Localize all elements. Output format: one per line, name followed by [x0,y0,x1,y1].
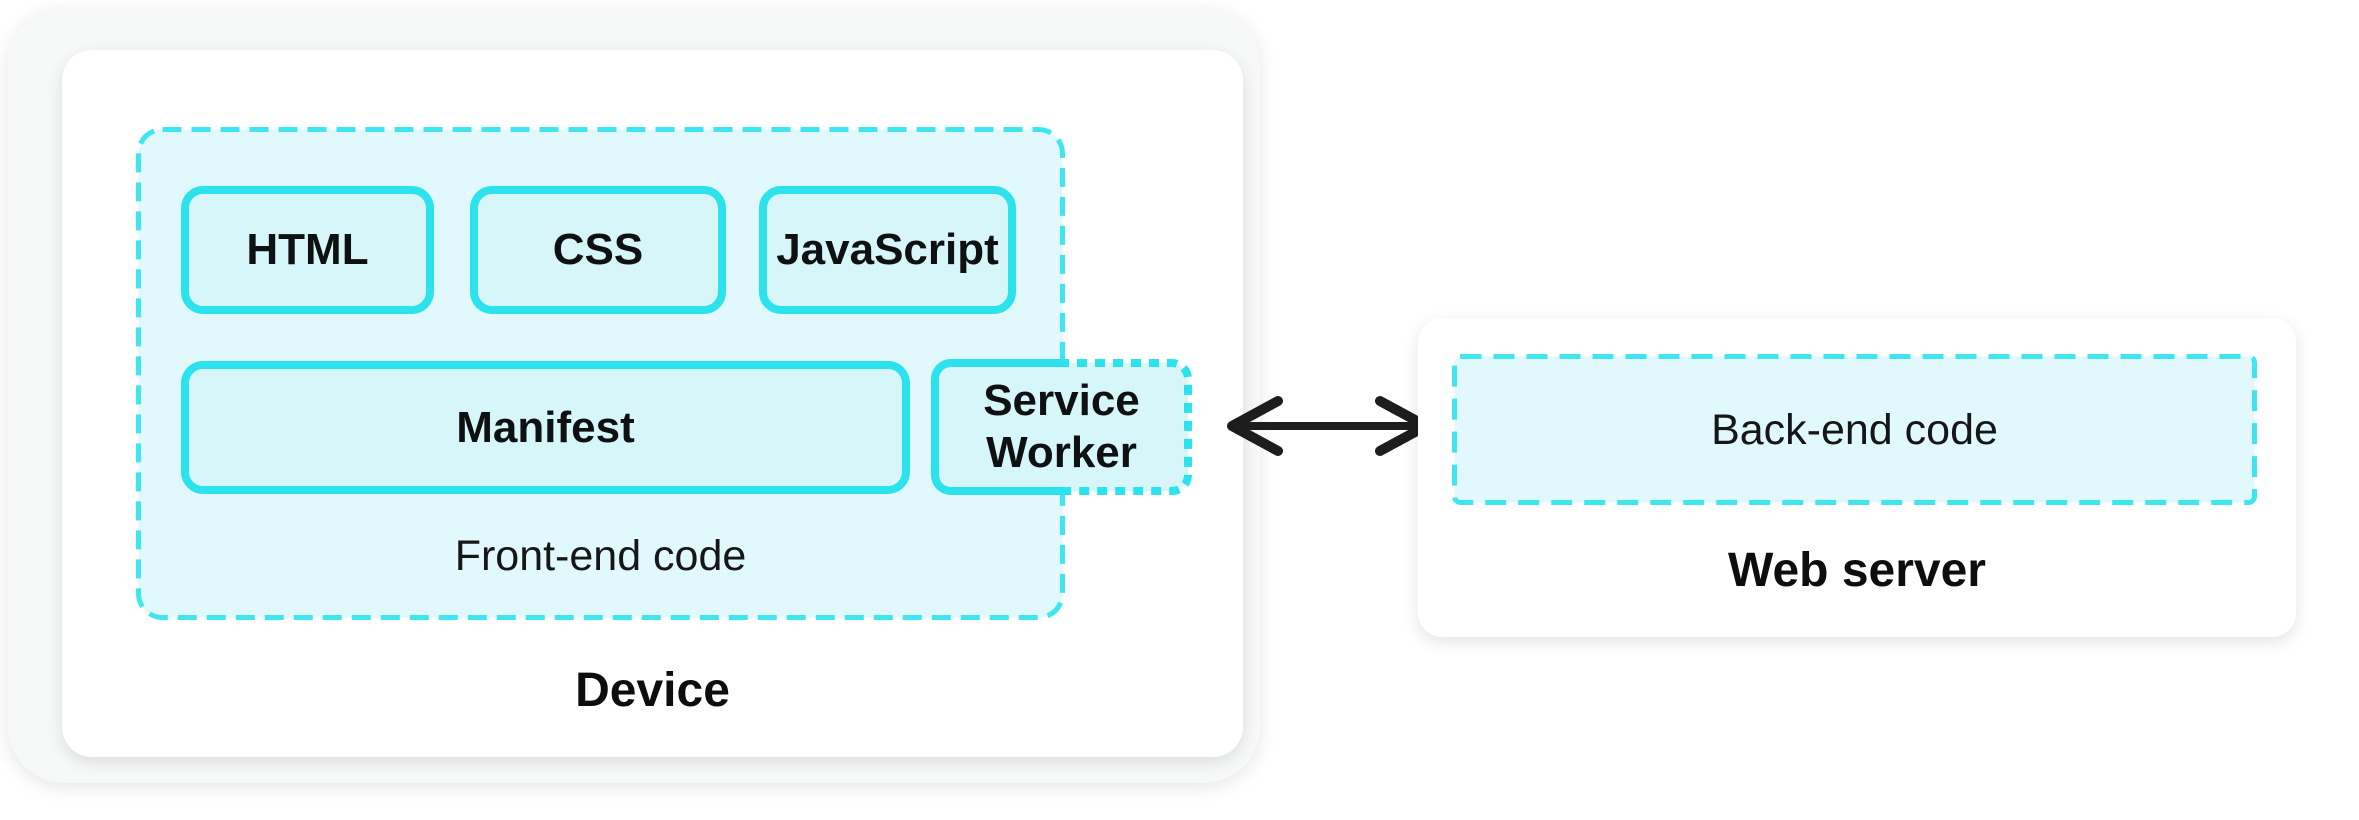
backend-zone-label: Back-end code [1711,406,1998,454]
javascript-box: JavaScript [759,186,1016,314]
css-box: CSS [470,186,726,314]
css-box-label: CSS [552,225,644,274]
manifest-box: Manifest [181,361,910,494]
web-server-title: Web server [1728,544,1986,597]
backend-zone [1452,354,2257,505]
frontend-zone-label: Front-end code [454,532,747,580]
service-worker-box: Service Worker [931,359,1192,495]
device-title: Device [575,664,730,717]
service-worker-border [931,359,1192,495]
javascript-box-label: JavaScript [776,225,999,274]
html-box: HTML [181,186,434,314]
manifest-box-label: Manifest [456,402,635,452]
html-box-label: HTML [246,225,369,274]
service-worker-label: Service Worker [983,376,1140,477]
bidirectional-arrow-icon [1227,396,1431,456]
backend-zone-dashed-border [1452,354,2257,505]
